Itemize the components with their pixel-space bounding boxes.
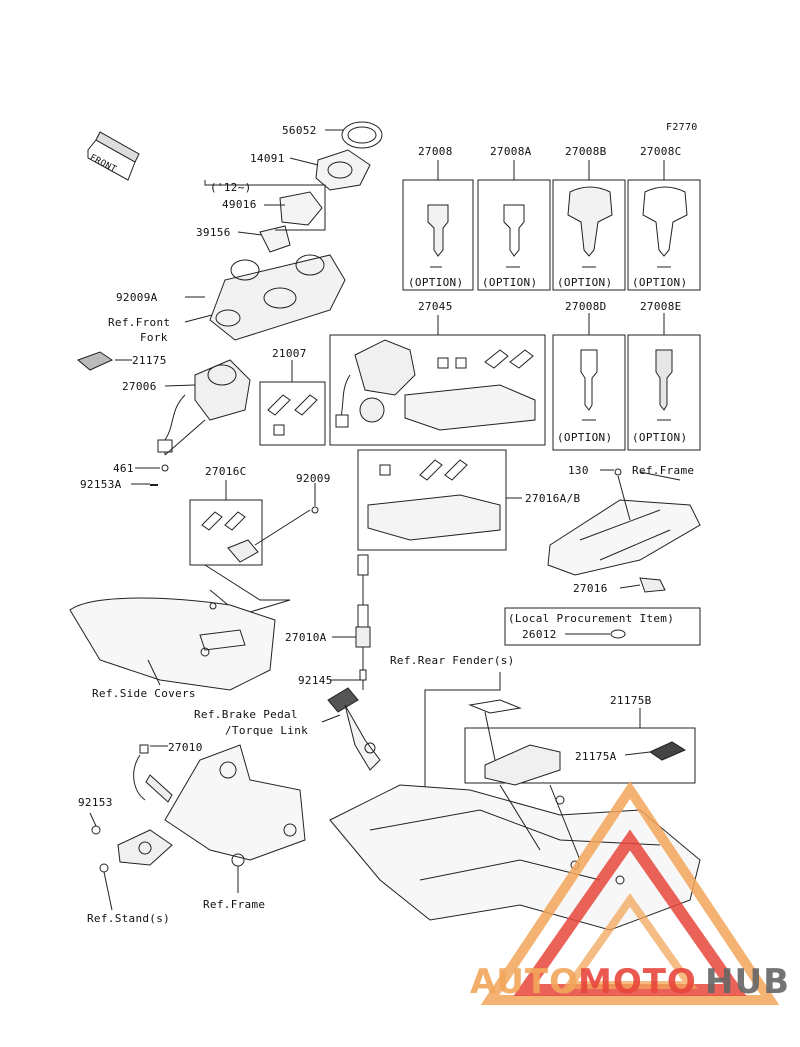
ignition-cover: [315, 149, 371, 191]
brake-pedal: [321, 687, 381, 771]
label-26012: 26012: [522, 628, 557, 641]
ref-side-cover: [69, 597, 276, 691]
label-39156: 39156: [196, 226, 231, 239]
diagram-code: F2770: [666, 122, 698, 133]
label-56052: 56052: [282, 124, 317, 137]
option-27008d: (OPTION): [557, 431, 613, 444]
label-27008e: 27008E: [640, 300, 682, 313]
front-fork-clamp: [209, 254, 346, 341]
option-27008e: (OPTION): [632, 431, 688, 444]
ignition-cap-ring: [341, 121, 383, 149]
label-92145: 92145: [298, 674, 333, 687]
label-ref-frame-bottom: Ref.Frame: [203, 898, 266, 911]
label-ref-frame-top: Ref.Frame: [632, 464, 695, 477]
label-ref-brake-2: /Torque Link: [225, 724, 309, 737]
ref-frame-right: [547, 468, 701, 593]
label-27045: 27045: [418, 300, 453, 313]
label-27010: 27010: [168, 741, 203, 754]
part-26012: [610, 629, 626, 639]
label-130: 130: [568, 464, 589, 477]
label-ref-rear-fender: Ref.Rear Fender(s): [390, 654, 515, 667]
label-27008b: 27008B: [565, 145, 607, 158]
kit-box-27045: [329, 315, 546, 446]
leader-lines: [115, 129, 343, 485]
label-ref-front-fork-2: Fork: [140, 331, 168, 344]
option-27008b: (OPTION): [557, 276, 613, 289]
label-27008c: 27008C: [640, 145, 682, 158]
label-27016: 27016: [573, 582, 608, 595]
label-49016: 49016: [222, 198, 257, 211]
label-27006: 27006: [122, 380, 157, 393]
local-procurement-box: [504, 607, 701, 646]
option-27008: (OPTION): [408, 276, 464, 289]
label-27010a: 27010A: [285, 631, 327, 644]
label-21175b: 21175B: [610, 694, 652, 707]
label-ref-front-fork-1: Ref.Front: [108, 316, 171, 329]
label-27016ab: 27016A/B: [525, 492, 581, 505]
option-27008c: (OPTION): [632, 276, 688, 289]
label-92153: 92153: [78, 796, 113, 809]
label-92009: 92009: [296, 472, 331, 485]
chip-block-21175: [77, 351, 114, 371]
label-92153a: 92153A: [80, 478, 122, 491]
label-27008a: 27008A: [490, 145, 532, 158]
label-92009a: 92009A: [116, 291, 158, 304]
label-12: ('12~): [210, 181, 252, 194]
switch-27010a: [330, 554, 371, 690]
option-27008a: (OPTION): [482, 276, 538, 289]
label-ref-stands: Ref.Stand(s): [87, 912, 171, 925]
watermark-moto: MOTO: [578, 962, 697, 1002]
label-ref-brake-1: Ref.Brake Pedal: [194, 708, 298, 721]
watermark-hub: HUB: [705, 962, 790, 1002]
ref-frame-bottom: [164, 744, 306, 893]
label-461: 461: [113, 462, 134, 475]
label-27008d: 27008D: [565, 300, 607, 313]
kit-box-27016ab: [357, 449, 522, 551]
label-21175: 21175: [132, 354, 167, 367]
ignition-switch: [157, 359, 251, 455]
label-27016c: 27016C: [205, 465, 247, 478]
key-option-boxes: [402, 160, 701, 451]
label-27008: 27008: [418, 145, 453, 158]
sidestand-switch: [89, 744, 173, 911]
ignition-housing: [259, 191, 323, 253]
kit-box-21007: [259, 360, 326, 446]
label-local-procurement: (Local Procurement Item): [508, 612, 675, 625]
label-21175a: 21175A: [575, 750, 617, 763]
kit-box-21175b: [464, 699, 696, 786]
front-arrow-icon: [87, 131, 140, 181]
watermark-logo-icon: [480, 780, 780, 1005]
key-icons: [427, 186, 688, 421]
label-ref-side-covers: Ref.Side Covers: [92, 687, 196, 700]
label-14091: 14091: [250, 152, 285, 165]
watermark-auto: AUTO: [470, 962, 579, 1002]
label-21007: 21007: [272, 347, 307, 360]
kit-box-27016c: [189, 480, 311, 616]
